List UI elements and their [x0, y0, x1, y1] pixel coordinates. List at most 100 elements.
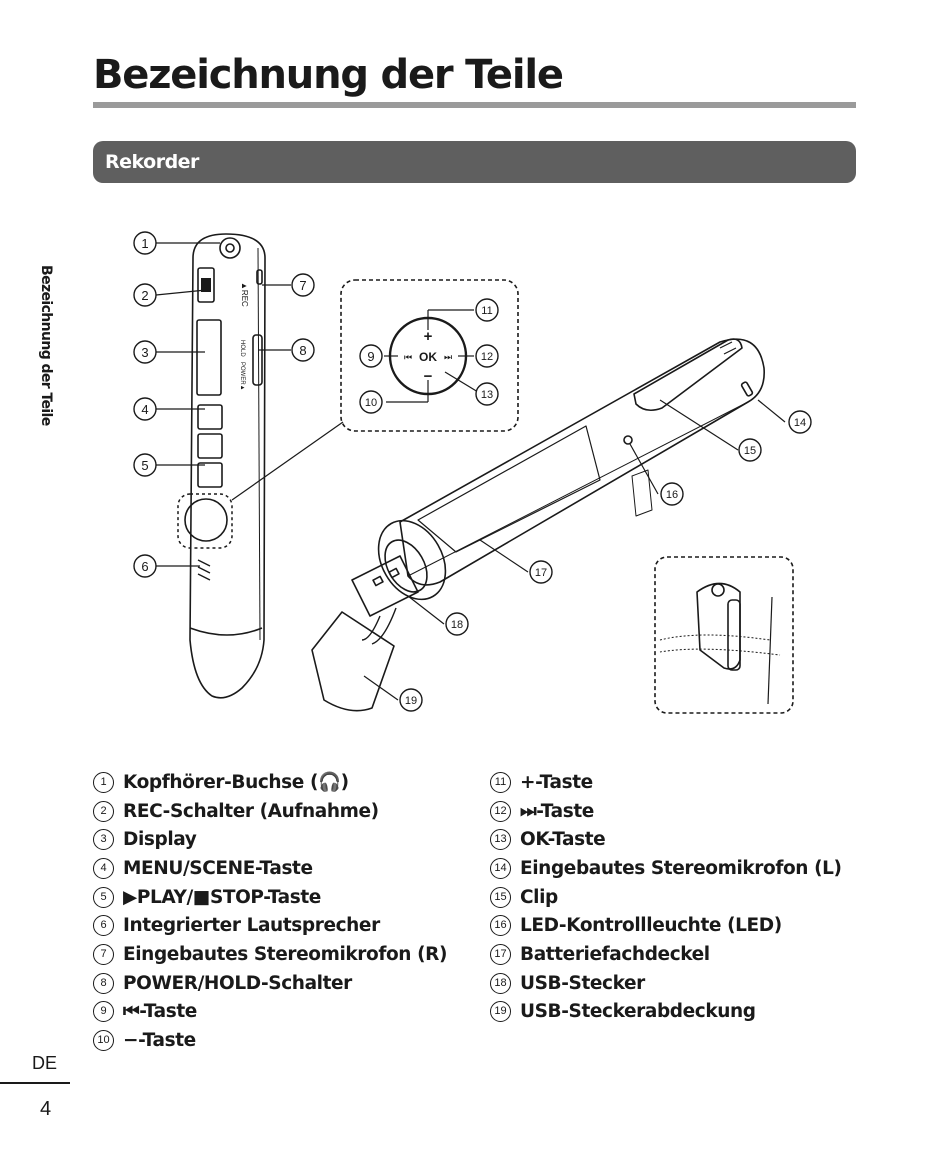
- battery-cover: [417, 425, 601, 553]
- item-number: 16: [490, 915, 511, 937]
- callout-5: 5: [133, 453, 157, 477]
- svg-text:15: 15: [744, 445, 756, 457]
- item-number: 12: [490, 800, 511, 822]
- item-label: ⏭-Taste: [520, 800, 594, 822]
- callout-16: 16: [660, 482, 684, 506]
- svg-text:14: 14: [794, 417, 806, 429]
- display: [196, 319, 222, 396]
- item-label: POWER/HOLD-Schalter: [123, 972, 352, 994]
- svg-text:8: 8: [299, 343, 306, 358]
- language-label: DE: [32, 1053, 58, 1073]
- callout-19: 19: [399, 688, 423, 712]
- item-label: Integrierter Lautsprecher: [123, 915, 380, 937]
- item-label: USB-Steckerabdeckung: [520, 1001, 756, 1023]
- rec-label: ▲REC: [240, 282, 249, 307]
- svg-text:4: 4: [141, 402, 148, 417]
- item-label: USB-Stecker: [520, 972, 645, 994]
- prev-label: ⏮: [404, 352, 412, 362]
- list-item: 8 POWER/HOLD-Schalter: [93, 969, 447, 998]
- item-number: 6: [93, 915, 114, 937]
- item-number: 8: [93, 972, 114, 994]
- item-label: Clip: [520, 886, 558, 908]
- rec-switch: [197, 267, 215, 303]
- item-number: 10: [93, 1030, 114, 1052]
- menu-scene-button: [197, 404, 223, 430]
- callout-10: 10: [359, 390, 383, 414]
- item-number: 18: [490, 972, 511, 994]
- clip: [633, 338, 743, 412]
- item-label: LED-Kontrollleuchte (LED): [520, 915, 782, 937]
- item-label: Batteriefachdeckel: [520, 943, 710, 965]
- item-number: 9: [93, 1001, 114, 1023]
- headphone-jack: [219, 237, 241, 259]
- list-item: 14 Eingebautes Stereomikrofon (L): [490, 854, 842, 883]
- list-item: 3 Display: [93, 825, 447, 854]
- item-number: 14: [490, 857, 511, 879]
- item-number: 5: [93, 886, 114, 908]
- item-label: OK-Taste: [520, 829, 606, 851]
- svg-text:6: 6: [141, 559, 148, 574]
- item-label: Kopfhörer-Buchse (🎧): [123, 772, 349, 794]
- recorder-back-view: [311, 338, 765, 712]
- callout-18: 18: [445, 612, 469, 636]
- callout-6: 6: [133, 554, 157, 578]
- item-label: Eingebautes Stereomikrofon (R): [123, 943, 448, 965]
- list-item: 10 −-Taste: [93, 1026, 447, 1055]
- svg-text:3: 3: [141, 345, 148, 360]
- svg-text:7: 7: [299, 278, 306, 293]
- callout-4: 4: [133, 397, 157, 421]
- item-number: 19: [490, 1001, 511, 1023]
- list-item: 5 ▶PLAY/■STOP-Taste: [93, 883, 447, 912]
- item-label: Eingebautes Stereomikrofon (L): [520, 857, 842, 879]
- power-hold-switch: [252, 334, 263, 386]
- list-item: 15 Clip: [490, 883, 842, 912]
- list-item: 12 ⏭-Taste: [490, 797, 842, 826]
- item-label: −-Taste: [123, 1030, 196, 1052]
- recorder-illustration: ▲REC HOLD POWER▲ + − OK ⏮ ⏭: [133, 231, 812, 714]
- svg-text:12: 12: [481, 351, 493, 363]
- svg-text:10: 10: [365, 397, 377, 409]
- list-item: 19 USB-Steckerabdeckung: [490, 998, 842, 1027]
- callout-3: 3: [133, 340, 157, 364]
- hold-label: HOLD: [239, 340, 245, 357]
- usb-plug: [351, 555, 419, 617]
- usb-cap: [311, 611, 395, 712]
- svg-text:13: 13: [481, 389, 493, 401]
- svg-text:5: 5: [141, 458, 148, 473]
- plus-label: +: [424, 328, 433, 345]
- speaker-grille: [197, 559, 211, 581]
- device-diagram: ▲REC HOLD POWER▲ + − OK ⏮ ⏭: [0, 200, 950, 740]
- svg-text:17: 17: [535, 567, 547, 579]
- item-label: ▶PLAY/■STOP-Taste: [123, 886, 321, 908]
- pocket-inset: [654, 556, 794, 714]
- callout-17: 17: [529, 560, 553, 584]
- wheel-zoom-box: [340, 279, 519, 432]
- mic-right: [256, 269, 263, 285]
- svg-text:19: 19: [405, 695, 417, 707]
- svg-text:18: 18: [451, 619, 463, 631]
- next-label: ⏭: [444, 352, 452, 362]
- item-number: 2: [93, 800, 114, 822]
- callout-7: 7: [291, 273, 315, 297]
- item-number: 11: [490, 771, 511, 793]
- callout-1: 1: [133, 231, 157, 255]
- page-number: 4: [40, 1098, 52, 1120]
- recorder-front-view: [184, 233, 266, 699]
- svg-text:11: 11: [481, 305, 492, 317]
- item-label: +-Taste: [520, 771, 593, 793]
- list-item: 11 +-Taste: [490, 768, 842, 797]
- callout-12: 12: [475, 344, 499, 368]
- ok-label: OK: [419, 350, 437, 364]
- list-item: 18 USB-Stecker: [490, 969, 842, 998]
- item-label: Display: [123, 829, 197, 851]
- item-label: MENU/SCENE-Taste: [123, 857, 313, 879]
- item-number: 1: [93, 771, 114, 793]
- item-number: 3: [93, 829, 114, 851]
- led: [623, 435, 633, 445]
- item-number: 15: [490, 886, 511, 908]
